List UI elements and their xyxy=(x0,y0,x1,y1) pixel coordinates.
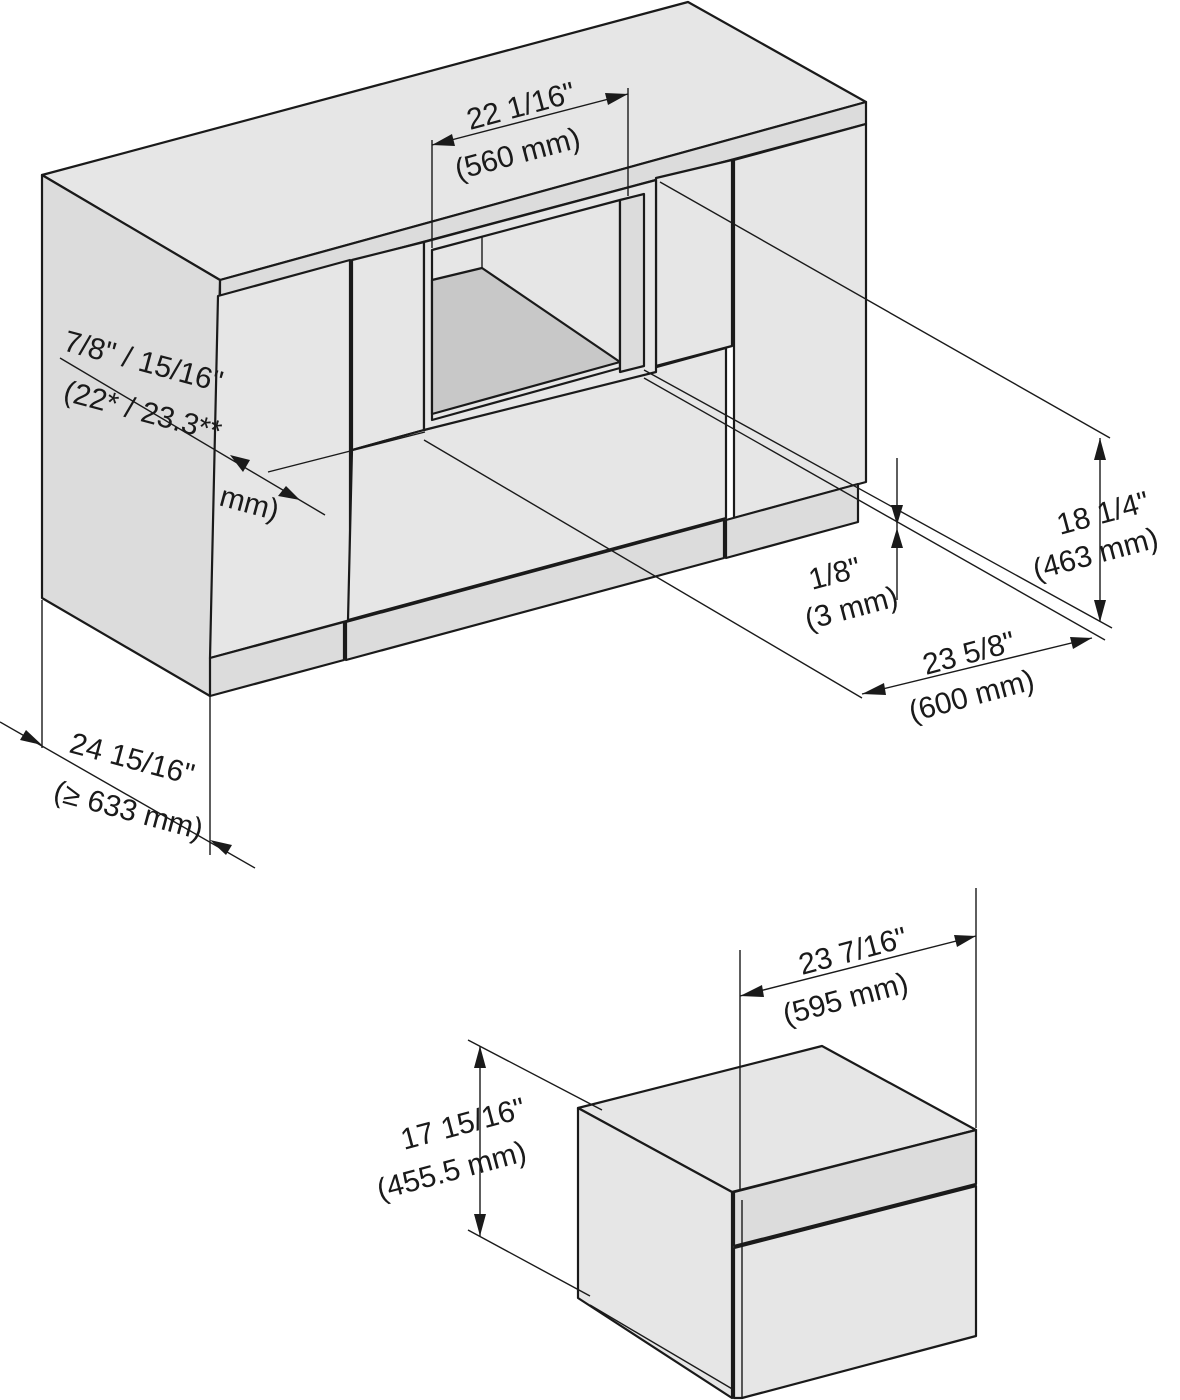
extension-line xyxy=(643,369,1113,629)
dimension-line xyxy=(739,935,977,997)
arrow-head xyxy=(230,455,250,472)
arrow-head xyxy=(1070,637,1092,649)
appliance-width-metric: (595 mm) xyxy=(779,967,912,1032)
arrow-head xyxy=(210,840,232,855)
dimension-line xyxy=(431,93,629,146)
arrow-head xyxy=(1094,600,1106,622)
arrow-head xyxy=(740,985,764,997)
extension-line xyxy=(423,439,863,699)
arrow-head xyxy=(954,935,976,947)
niche-right-wall xyxy=(618,192,646,374)
arrow-head xyxy=(891,528,903,548)
cabinet-center-right-panel xyxy=(654,158,734,368)
extension-line xyxy=(643,377,1106,641)
appliance-side xyxy=(576,1106,734,1400)
arrow-head xyxy=(891,505,903,525)
extension-line xyxy=(467,1039,603,1111)
appliance-front-strip xyxy=(732,1128,978,1248)
arrow-head xyxy=(278,486,300,500)
dimension-line xyxy=(861,637,1093,695)
arrow-head xyxy=(20,730,42,745)
dimension-line xyxy=(59,357,326,516)
extension-line xyxy=(659,181,1111,439)
arrow-head xyxy=(474,1046,486,1068)
cabinet-right-door xyxy=(732,122,868,520)
arrow-head xyxy=(474,1214,486,1236)
cabinet-plinth-right xyxy=(724,482,860,560)
appliance-height-dimension: 17 15/16" (455.5 mm) xyxy=(373,1039,603,1297)
arrow-head xyxy=(432,134,455,146)
arrow-head xyxy=(1094,438,1106,460)
base-edge xyxy=(589,1304,735,1391)
appliance-height-metric: (455.5 mm) xyxy=(373,1135,530,1207)
arrow-head xyxy=(605,93,628,105)
cabinet-drawing xyxy=(40,0,868,698)
cabinet-center-left-panel xyxy=(350,240,426,452)
extension-line xyxy=(467,1229,591,1297)
appliance-front-door xyxy=(732,1184,978,1400)
cabinet-plinth-left xyxy=(208,620,346,698)
dimension-line xyxy=(0,721,256,869)
appliance-drawing xyxy=(576,1044,978,1400)
cabinet-plinth-center xyxy=(344,518,726,662)
arrow-head xyxy=(862,683,886,695)
extension-line xyxy=(267,431,426,473)
